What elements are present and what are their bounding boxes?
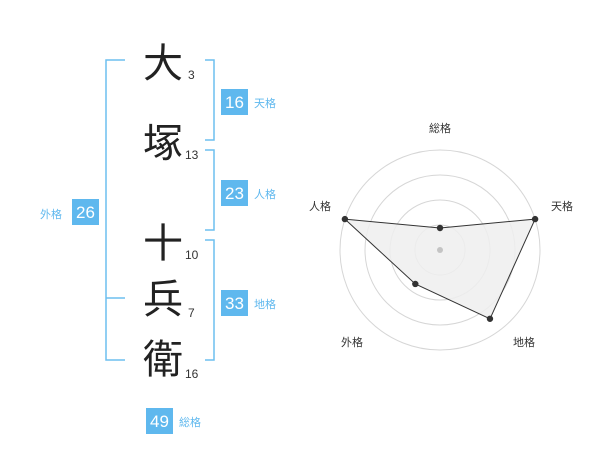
chikaku-bracket xyxy=(205,239,215,361)
tenkaku-value-box xyxy=(221,89,248,115)
name-char-5: 衛 xyxy=(143,337,183,383)
soukaku-value-box xyxy=(146,408,173,434)
chikaku-value-box xyxy=(221,290,248,316)
gaikaku-label: 外格 xyxy=(40,207,62,221)
name-char-4: 兵 xyxy=(143,277,183,323)
stroke-count-2: 13 xyxy=(185,148,199,162)
outer-bracket xyxy=(105,59,125,361)
soukaku-label: 総格 xyxy=(179,415,201,429)
radar-axis-label-2: 天格 xyxy=(551,199,573,213)
radar-points xyxy=(341,215,539,322)
stroke-count-3: 10 xyxy=(185,248,199,262)
stroke-count-1: 3 xyxy=(188,68,195,82)
tenkaku-badge: 16 天格 xyxy=(221,89,276,115)
jinkaku-value-box xyxy=(221,180,248,206)
jinkaku-value: 23 xyxy=(225,184,244,203)
radar-axis-label-4: 外格 xyxy=(341,335,363,349)
tenkaku-bracket xyxy=(205,59,215,141)
radar-point-4 xyxy=(412,280,419,288)
soukaku-value: 49 xyxy=(150,412,169,431)
gaikaku-badge: 外格 26 xyxy=(40,199,99,225)
radar-point-3 xyxy=(486,315,494,322)
radar-center-dot xyxy=(437,247,443,253)
gaikaku-value: 26 xyxy=(76,203,95,222)
jinkaku-badge: 23 人格 xyxy=(221,180,276,206)
chikaku-label: 地格 xyxy=(254,297,276,311)
radar-point-1 xyxy=(436,224,444,232)
name-char-1: 大 xyxy=(143,41,183,87)
name-column: 大 3 塚 13 十 10 兵 7 衛 16 xyxy=(143,41,199,383)
tenkaku-label: 天格 xyxy=(254,96,276,110)
radar-area xyxy=(343,218,536,320)
radar-point-5 xyxy=(341,215,349,223)
radar-axis-label-5: 人格 xyxy=(309,199,331,213)
tenkaku-value: 16 xyxy=(225,93,244,112)
name-char-3: 十 xyxy=(143,221,183,267)
name-char-2: 塚 xyxy=(143,121,183,167)
soukaku-badge: 49 総格 xyxy=(146,408,201,434)
brackets xyxy=(105,59,215,361)
stroke-count-5: 16 xyxy=(185,367,199,381)
jinkaku-label: 人格 xyxy=(254,187,276,201)
radar-axis-label-1: 総格 xyxy=(429,121,451,135)
chikaku-badge: 33 地格 xyxy=(221,290,276,316)
jinkaku-bracket xyxy=(205,149,215,231)
gaikaku-value-box xyxy=(72,199,99,225)
radar-axis-label-3: 地格 xyxy=(513,335,535,349)
radar-ring-4 xyxy=(339,149,541,351)
radar-point-2 xyxy=(531,215,539,223)
stroke-count-4: 7 xyxy=(188,306,195,320)
chikaku-value: 33 xyxy=(225,294,244,313)
